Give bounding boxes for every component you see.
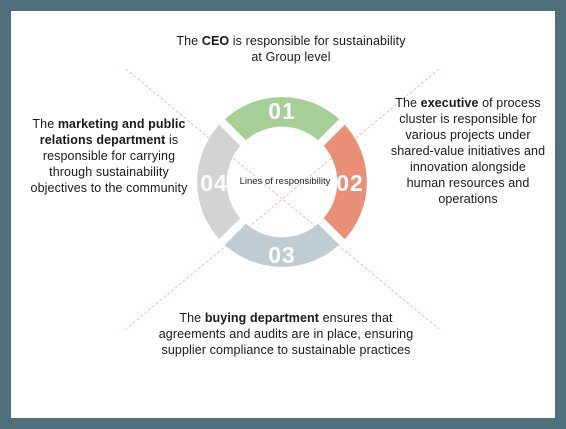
marketing-text-post: is responsible for carrying through sust…: [30, 133, 188, 195]
buying-text-pre: The: [179, 311, 205, 325]
ceo-text-bold: CEO: [201, 34, 230, 48]
buying-text-bold: buying department: [204, 311, 320, 325]
segment-02-number: 02: [336, 170, 364, 196]
executive-text-pre: The: [395, 96, 421, 110]
executive-text-post: of process cluster is responsible for va…: [390, 96, 546, 206]
segment-02: [321, 121, 367, 243]
ceo-text-pre: The: [176, 34, 202, 48]
executive-description: The executive of process cluster is resp…: [389, 95, 547, 207]
marketing-description: The marketing and public relations depar…: [25, 116, 193, 196]
content-panel: 01 02 03 04 Lines of responsibility The …: [11, 11, 555, 418]
segment-03: [222, 221, 342, 267]
marketing-text-pre: The: [32, 117, 58, 131]
diagonal-line-2: [125, 68, 440, 330]
center-label: Lines of responsibility: [239, 176, 331, 187]
executive-text-bold: executive: [420, 96, 479, 110]
buying-text-post: ensures that agreements and audits are i…: [158, 311, 414, 357]
marketing-text-bold: marketing and public relations departmen…: [39, 117, 186, 147]
segment-04: [197, 121, 243, 243]
segment-03-number: 03: [268, 242, 296, 268]
ceo-description: The CEO is responsible for sustainabilit…: [171, 33, 411, 65]
buying-description: The buying department ensures that agree…: [151, 310, 421, 358]
responsibility-diagram: 01 02 03 04: [125, 68, 440, 330]
segment-04-number: 04: [200, 170, 228, 196]
segment-01-number: 01: [268, 98, 296, 124]
segment-01: [222, 97, 342, 143]
ceo-text-post: is responsible for sustainability at Gro…: [229, 34, 406, 64]
diagonal-line-1: [125, 68, 440, 330]
